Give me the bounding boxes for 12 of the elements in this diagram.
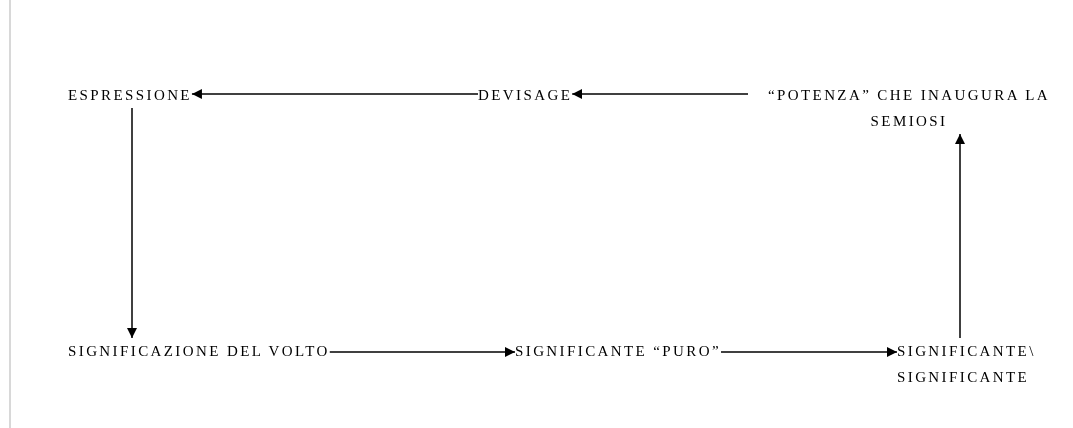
node-label: SIGNIFICANTE “PURO” (515, 342, 721, 361)
node-label: DEVISAGE (478, 86, 573, 105)
node-label: SIGNIFICANTE\ SIGNIFICANTE (897, 342, 1037, 387)
arrow (329, 347, 516, 357)
arrow (720, 347, 898, 357)
arrow (127, 107, 137, 339)
arrow (191, 89, 479, 99)
arrow (571, 89, 749, 99)
node-label: ESPRESSIONE (68, 86, 192, 105)
node-label: SIGNIFICAZIONE DEL VOLTO (68, 342, 330, 361)
arrow (955, 133, 965, 339)
node-label: “POTENZA” CHE INAUGURA LA SEMIOSI (766, 86, 1052, 131)
